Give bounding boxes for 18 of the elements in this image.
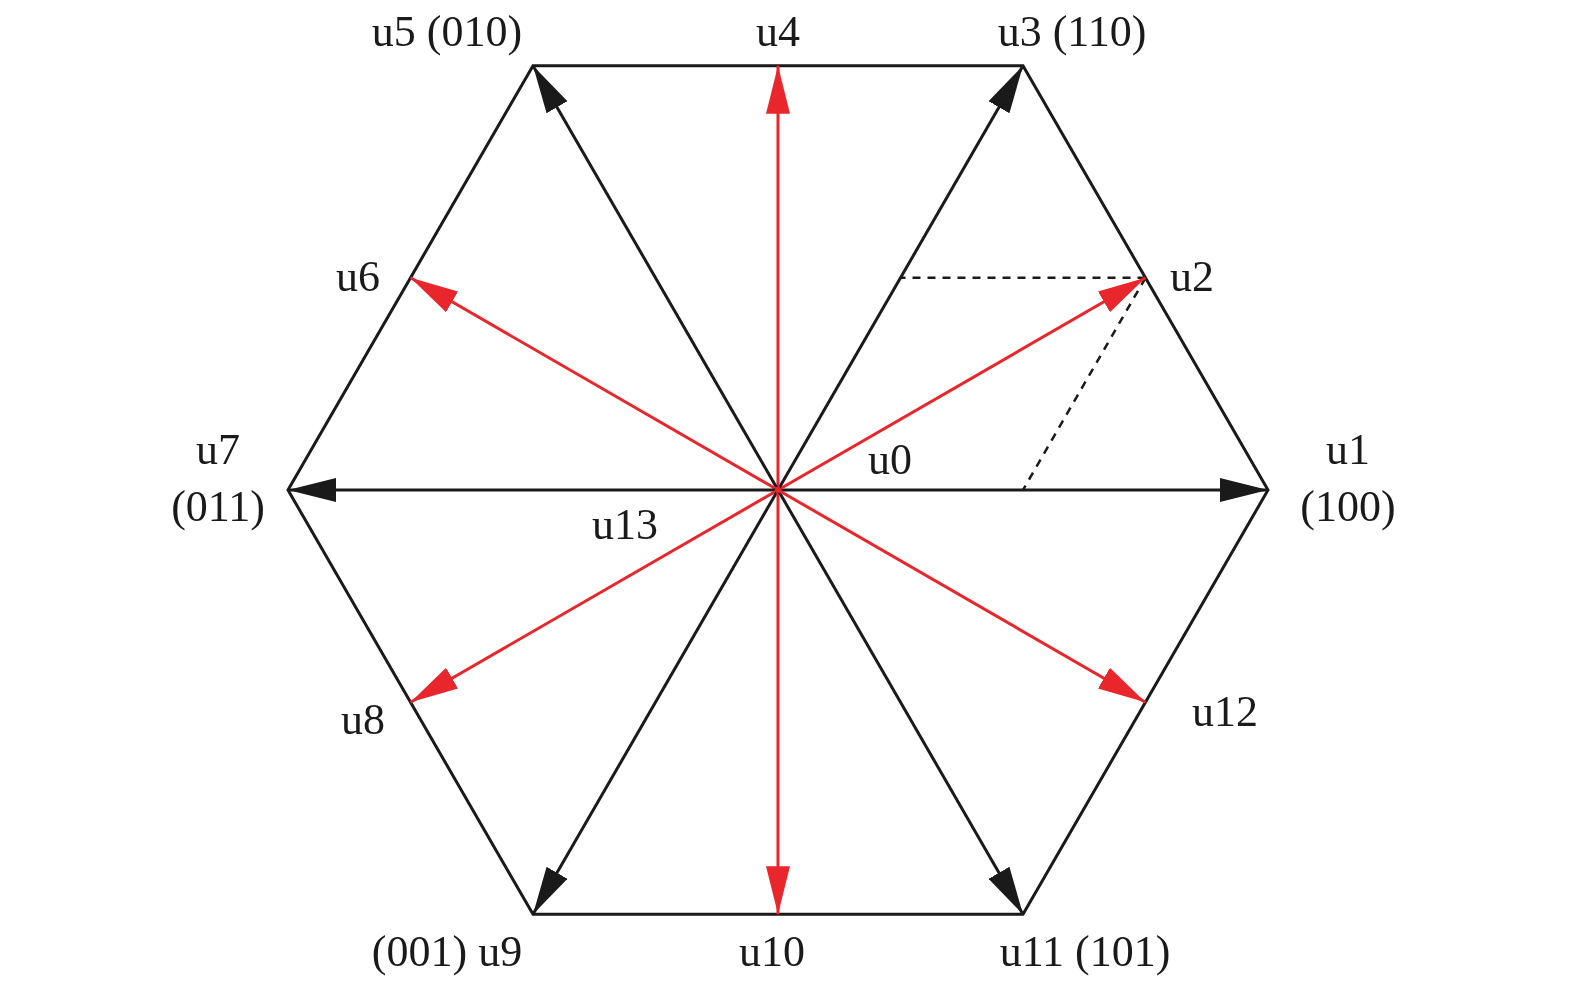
vector-label: u7 (011) xyxy=(153,420,283,536)
vector-label: u1 (100) xyxy=(1283,420,1413,536)
vector-label: u0 xyxy=(868,434,912,487)
vector-label: u4 xyxy=(756,3,800,61)
vector-arrow xyxy=(766,65,790,490)
vector-label: u12 xyxy=(1192,683,1258,741)
vector-label: u11 (101) xyxy=(999,923,1171,981)
vector-label: u10 xyxy=(739,923,805,981)
vector-label: (001) u9 xyxy=(371,923,523,981)
vector-label: u2 xyxy=(1170,248,1214,306)
vector-label: u6 xyxy=(336,248,380,306)
vector-label: u5 (010) xyxy=(371,3,523,61)
vector-arrow xyxy=(288,478,778,502)
origin-point xyxy=(775,487,781,493)
vector-label: u8 xyxy=(341,691,385,749)
vector-arrow xyxy=(766,490,790,915)
vector-label: u13 xyxy=(592,499,658,552)
vector-label: u3 (110) xyxy=(997,3,1147,61)
